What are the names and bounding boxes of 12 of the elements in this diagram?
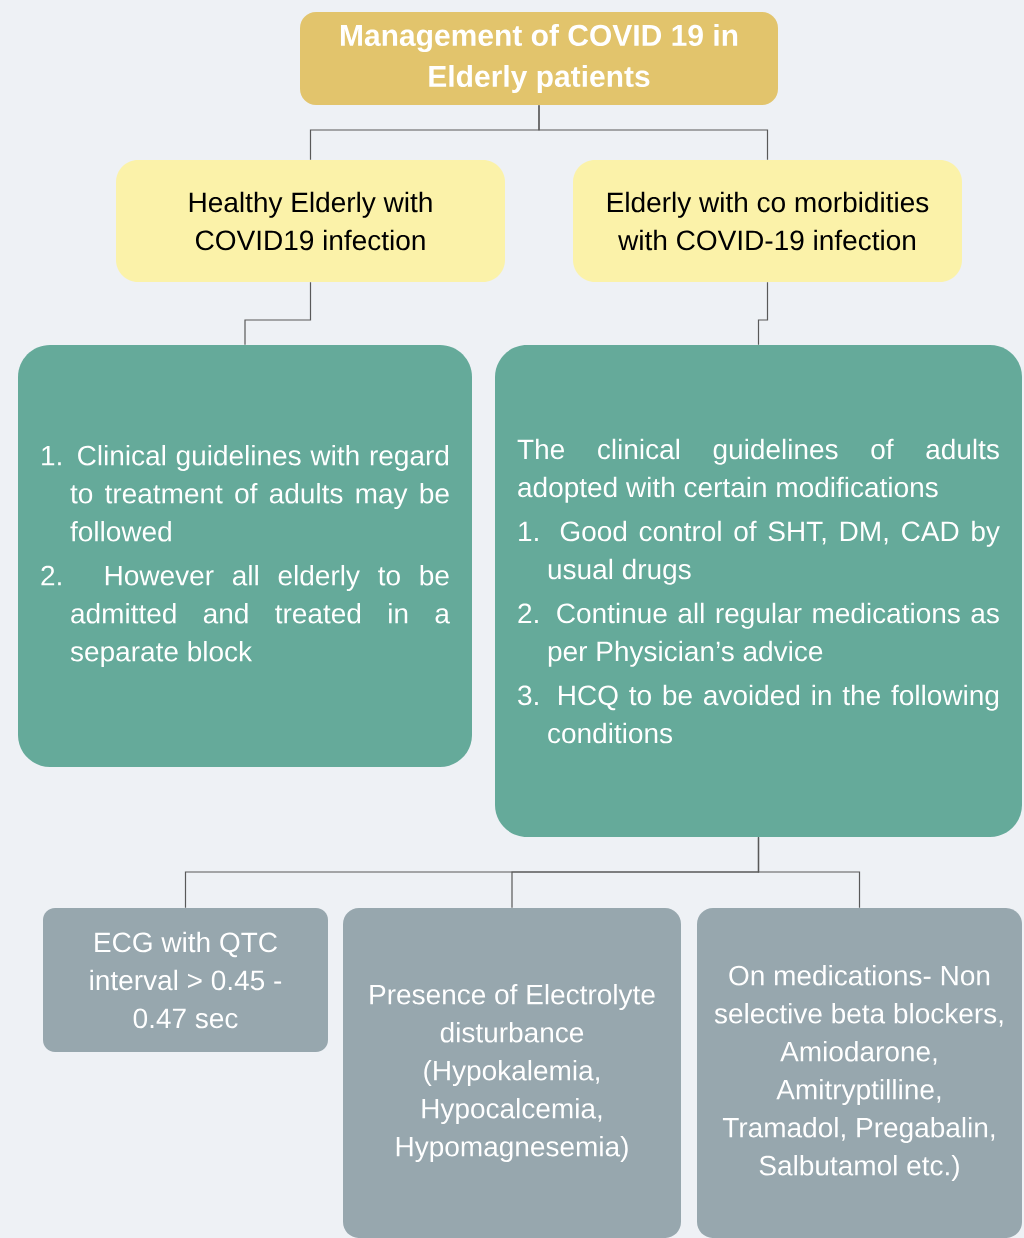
guideline-box: The clinical guidelines of adults adopted with certain modifications 1. Good control of SHT, DM, CAD by usual drugs 2. Continue all regular medications as per Physician’s advice 3. HCQ to be avoided in the following conditions bbox=[495, 345, 1022, 837]
connector-line bbox=[538, 104, 769, 161]
guideline-box: 1. Clinical guidelines with regard to treatment of adults may be followed 2. However all elderly to be admitted and treated in a separate block bbox=[18, 345, 472, 767]
condition-box: On medications- Non selective beta blockers, Amiodarone, Amitryptilline, Tramadol, Pregabalin, Salbutamol etc.) bbox=[697, 908, 1022, 1238]
category-box: Healthy Elderly with COVID19 infection bbox=[116, 160, 505, 282]
connector-line bbox=[757, 281, 769, 346]
connector-line bbox=[244, 281, 312, 346]
condition-box: ECG with QTC interval > 0.45 - 0.47 sec bbox=[43, 908, 328, 1052]
category-box: Elderly with co morbidities with COVID-19 infection bbox=[573, 160, 962, 282]
title-box: Management of COVID 19 in Elderly patients bbox=[300, 12, 778, 105]
condition-box: Presence of Electrolyte disturbance (Hypokalemia, Hypocalcemia, Hypomagnesemia) bbox=[343, 908, 681, 1238]
connector-line bbox=[757, 836, 861, 909]
